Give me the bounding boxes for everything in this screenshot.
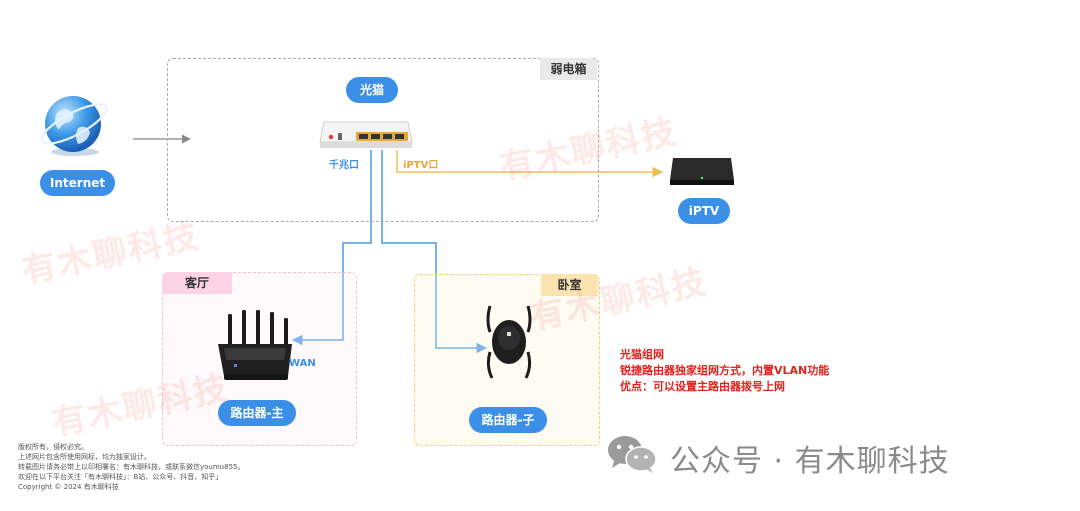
- copyright-line: 版权所有，侵权必究。: [18, 443, 88, 451]
- modem-to-main-router-line: [291, 150, 372, 346]
- modem-to-sub-router-line: [381, 150, 488, 354]
- main-router-icon: [218, 310, 292, 380]
- internet-node-label: Internet: [40, 170, 115, 196]
- notes-line-2: 优点：可以设置主路由器拨号上网: [620, 380, 785, 393]
- sub-router-node-label: 路由器-子: [469, 407, 547, 433]
- modem-icon: [319, 121, 413, 148]
- copyright-line: 欢迎在以下平台关注「有木聊科技」：B站、公众号、抖音、知乎」: [18, 473, 223, 481]
- living-room-zone-label: 客厅: [162, 272, 232, 294]
- wan-port-label: WAN: [289, 358, 316, 369]
- cabinet-zone: [167, 58, 599, 222]
- notes-line-1: 锐捷路由器独家组网方式，内置VLAN功能: [620, 364, 830, 377]
- footer-account-name: 公众号 · 有木聊科技: [670, 444, 950, 479]
- iptv-port-label: iPTV口: [403, 160, 439, 171]
- modem-node-label: 光猫: [346, 77, 398, 103]
- main-router-node-label: 路由器-主: [218, 400, 296, 426]
- wechat-icon: [608, 436, 657, 473]
- iptv-box-icon: [670, 158, 734, 185]
- iptv-node-label: iPTV: [678, 198, 730, 224]
- gigabit-port-label: 千兆口: [329, 160, 359, 171]
- globe-icon: [40, 96, 108, 156]
- copyright-line: 转载图片请务必带上以印相署名：有木聊科技，或联系微信youmu855。: [18, 463, 245, 471]
- copyright-line: 上述网片包含所使用网标，均为独家设计。: [18, 453, 151, 461]
- copyright-line: Copyright © 2024 有木聊科技: [18, 483, 119, 491]
- cabinet-zone-label: 弱电箱: [540, 58, 597, 80]
- sub-router-icon: [486, 305, 532, 379]
- notes-title: 光猫组网: [620, 348, 664, 361]
- bedroom-zone-label: 卧室: [541, 274, 598, 296]
- modem-to-iptv-line: [396, 150, 664, 178]
